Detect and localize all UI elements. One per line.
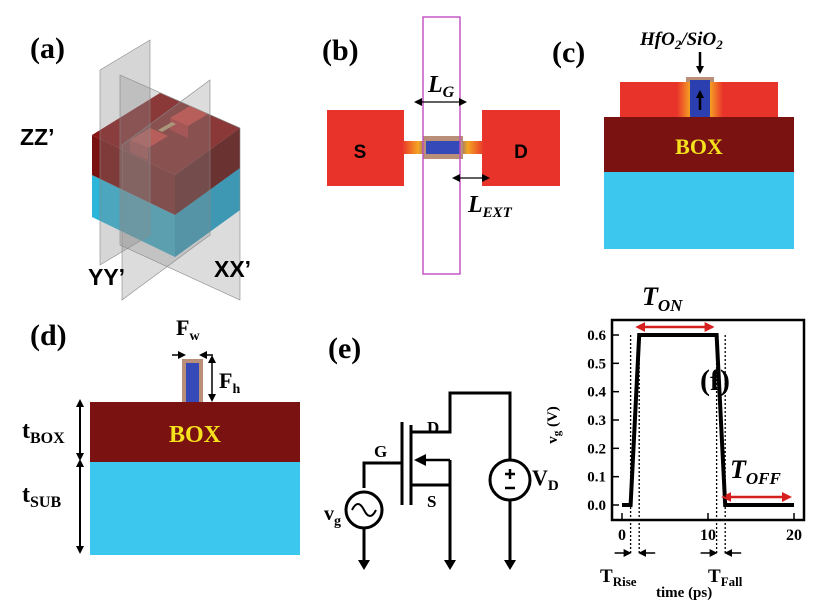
- vg-pulse-line: [622, 333, 794, 507]
- y-tick-label: 0.3: [587, 413, 606, 429]
- chart-frame: [610, 318, 806, 522]
- ground-source: [444, 560, 456, 570]
- tsub-label: tSUB: [22, 482, 61, 511]
- drain-region: [482, 110, 560, 186]
- chart-ticks: 0.0 0.1 0.2 0.3 0.4 0.5 0.6 0 10 20: [587, 328, 802, 544]
- fin-body: [186, 363, 199, 403]
- panel-c-label: (c): [552, 36, 585, 69]
- plane-zz: [99, 39, 151, 266]
- vg-label: vg: [324, 503, 341, 529]
- lg-label: LG: [427, 72, 455, 101]
- substrate-layer-d: [90, 462, 300, 555]
- y-tick-label: 0.2: [587, 441, 606, 457]
- panel-e: (e) D G S vg VD: [324, 332, 559, 570]
- x-axis-label: time (ps): [656, 585, 712, 601]
- panel-d-label: (d): [30, 319, 67, 352]
- y-axis-label: vg (V): [545, 406, 563, 444]
- vd-source-symbol: [488, 458, 532, 502]
- vd-label: VD: [532, 465, 559, 494]
- source-label: S: [354, 142, 367, 163]
- rise-fall-markers: [614, 335, 742, 557]
- x-tick-label: 10: [700, 527, 716, 544]
- oxide-label: HfO2/SiO2: [639, 29, 723, 52]
- x-tick-label: 0: [618, 527, 626, 544]
- tbox-label: tBOX: [22, 418, 65, 447]
- y-tick-label: 0.0: [587, 498, 606, 514]
- y-tick-label: 0.6: [587, 328, 606, 344]
- plane-xx: [119, 74, 241, 301]
- fw-label: Fw: [176, 315, 200, 344]
- y-tick-label: 0.5: [587, 356, 606, 372]
- gate-3d: [158, 122, 176, 132]
- panel-a: (a) ZZ’ YY’ XX’: [20, 32, 251, 301]
- gate-terminal-label: G: [374, 442, 387, 461]
- source-region: [327, 110, 404, 186]
- lext-label: LEXT: [467, 192, 513, 221]
- drain-terminal-label: D: [427, 418, 439, 437]
- ground-vd: [504, 560, 516, 570]
- source-block-3d: [130, 128, 168, 148]
- gate-outline: [422, 16, 461, 275]
- box-layer: [604, 117, 794, 172]
- drain-label: D: [514, 142, 528, 163]
- panel-b: (b) S D LG LEXT: [322, 16, 560, 275]
- chart-series: [622, 333, 794, 507]
- ton-label: TON: [642, 282, 683, 315]
- x-tick-label: 20: [786, 527, 802, 544]
- panel-d: (d) Fw Fh BOX tBOX tSUB: [22, 315, 300, 555]
- trise-label: TRise: [600, 566, 637, 589]
- panel-a-label: (a): [30, 32, 65, 65]
- tfall-label: TFall: [708, 566, 743, 589]
- body-arrow: [414, 454, 426, 466]
- plane-label-xx: XX’: [214, 256, 251, 282]
- toff-label: TOFF: [730, 455, 782, 488]
- box-layer-d: [90, 402, 300, 462]
- box-label: BOX: [675, 134, 723, 159]
- y-tick-label: 0.1: [587, 470, 606, 486]
- panel-c: (c) HfO2/SiO2 BOX: [552, 29, 794, 249]
- fh-label: Fh: [219, 368, 240, 397]
- source-terminal-label: S: [427, 492, 436, 511]
- panel-b-label: (b): [322, 34, 359, 67]
- substrate-layer: [604, 172, 794, 249]
- gate-wire: [362, 422, 404, 505]
- plane-label-yy: YY’: [88, 264, 125, 290]
- plane-label-zz: ZZ’: [20, 124, 55, 150]
- box-label-d: BOX: [169, 422, 222, 448]
- drain-block-3d: [170, 106, 208, 126]
- ground-vg: [358, 560, 370, 570]
- panel-e-label: (e): [328, 332, 361, 365]
- drain-wire: [411, 391, 512, 460]
- y-tick-label: 0.4: [587, 385, 606, 401]
